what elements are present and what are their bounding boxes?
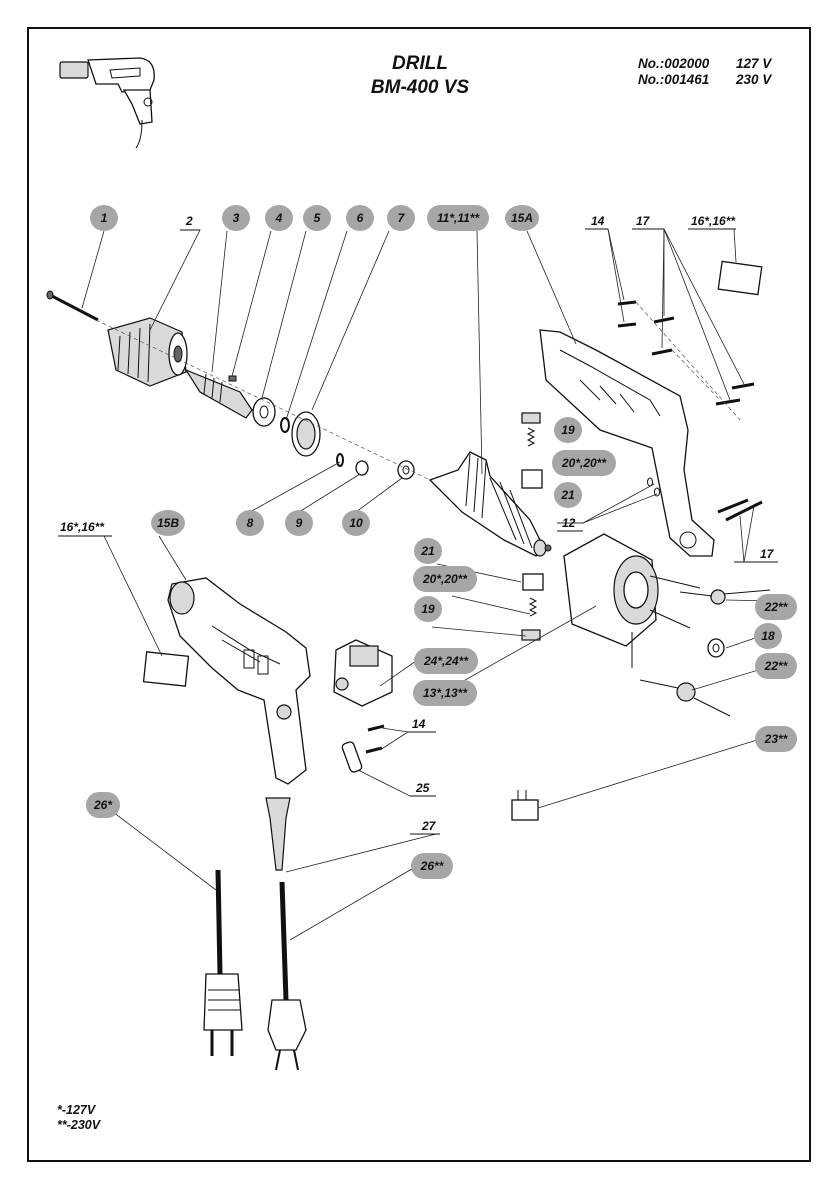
callout-3-label: 3 xyxy=(233,211,240,225)
callout-16-left-label: 16*,16** xyxy=(60,520,105,534)
callout-21-top-label: 21 xyxy=(560,488,575,502)
callout-21-bottom-label: 21 xyxy=(420,544,435,558)
callout-25: 25 xyxy=(410,781,436,797)
callout-9: 9 xyxy=(285,510,313,536)
callout-15b: 15B xyxy=(151,510,185,536)
callout-24-label: 24*,24** xyxy=(423,654,469,668)
parts-drawing xyxy=(46,260,771,1071)
callout-21-bottom: 21 xyxy=(414,538,442,564)
callout-4: 4 xyxy=(265,205,293,231)
callout-5: 5 xyxy=(303,205,331,231)
diagram-title: DRILL BM-400 VS xyxy=(360,52,480,100)
legend-line-1: *-127V xyxy=(57,1103,96,1117)
callout-8: 8 xyxy=(236,510,264,536)
callout-5-label: 5 xyxy=(314,211,321,225)
callout-12: 12 xyxy=(557,516,583,532)
callout-19-bottom-label: 19 xyxy=(421,602,435,616)
callout-11-label: 11*,11** xyxy=(437,211,481,225)
callout-17-top-label: 17 xyxy=(636,214,651,228)
callout-12-label: 12 xyxy=(562,516,576,530)
callout-badges: 1 3 4 5 6 7 11*,11** 15A 19 20*,20** 21 … xyxy=(86,205,797,879)
callout-27-label: 27 xyxy=(421,819,437,833)
drill-thumbnail xyxy=(59,57,155,149)
model-voltage: 127 V xyxy=(736,56,772,71)
callout-6: 6 xyxy=(346,205,374,231)
callout-16-top-label: 16*,16** xyxy=(691,214,736,228)
callout-21-top: 21 xyxy=(554,482,582,508)
model-code-row: No.:001461 230 V xyxy=(638,72,771,88)
callout-15a-label: 15A xyxy=(511,211,533,225)
callout-14-top: 14 xyxy=(585,214,608,230)
callout-17-bottom-label: 17 xyxy=(760,547,775,561)
callout-23: 23** xyxy=(755,726,797,752)
callout-4-label: 4 xyxy=(275,211,283,225)
callout-2: 2 xyxy=(180,214,200,231)
callout-11: 11*,11** xyxy=(427,205,489,231)
callout-14-top-label: 14 xyxy=(591,214,605,228)
callout-18-label: 18 xyxy=(761,629,775,643)
callout-22-top: 22** xyxy=(755,594,797,620)
callout-7: 7 xyxy=(387,205,415,231)
callout-7-label: 7 xyxy=(398,211,406,225)
callout-20-bottom: 20*,20** xyxy=(413,566,477,592)
callout-17-bottom: 17 xyxy=(734,547,778,563)
voltage-legend: *-127V **-230V xyxy=(57,1103,100,1133)
title-line-2: BM-400 VS xyxy=(370,77,470,98)
drawing-border xyxy=(27,27,811,1162)
callout-16-top: 16*,16** xyxy=(688,214,736,230)
callout-6-label: 6 xyxy=(357,211,364,225)
callout-26a-label: 26* xyxy=(93,798,113,812)
callout-27: 27 xyxy=(410,819,440,835)
callout-3: 3 xyxy=(222,205,250,231)
callout-16-left: 16*,16** xyxy=(58,520,112,537)
callout-15b-label: 15B xyxy=(157,516,179,530)
callout-22-top-label: 22** xyxy=(764,600,789,614)
callout-22-bottom-label: 22** xyxy=(764,659,789,673)
legend-line-2: **-230V xyxy=(57,1118,101,1132)
callout-26b: 26** xyxy=(411,853,453,879)
callout-19-bottom: 19 xyxy=(414,596,442,622)
callout-20-top: 20*,20** xyxy=(552,450,616,476)
callout-26b-label: 26** xyxy=(420,859,445,873)
callout-14-bottom: 14 xyxy=(408,717,436,733)
callout-2-label: 2 xyxy=(185,214,193,228)
callout-15a: 15A xyxy=(505,205,539,231)
callout-22-bottom: 22** xyxy=(755,653,797,679)
model-number: No.:001461 xyxy=(638,72,710,87)
model-codes: No.:002000 127 V No.:001461 230 V xyxy=(638,56,771,88)
callout-23-label: 23** xyxy=(764,732,789,746)
callout-25-label: 25 xyxy=(415,781,430,795)
callout-19-top: 19 xyxy=(554,417,582,443)
model-number: No.:002000 xyxy=(638,56,710,71)
callout-20-bottom-label: 20*,20** xyxy=(422,572,468,586)
callout-26a: 26* xyxy=(86,792,120,818)
model-voltage: 230 V xyxy=(736,72,772,87)
plain-callouts: 2 14 17 16*,16** 12 16*,16** 17 14 25 27 xyxy=(58,214,778,835)
callout-19-top-label: 19 xyxy=(561,423,575,437)
callout-10: 10 xyxy=(342,510,370,536)
callout-17-top: 17 xyxy=(632,214,664,230)
callout-9-label: 9 xyxy=(296,516,303,530)
title-line-1: DRILL xyxy=(392,53,448,74)
callout-1-label: 1 xyxy=(101,211,108,225)
model-code-row: No.:002000 127 V xyxy=(638,56,771,72)
callout-13-label: 13*,13** xyxy=(423,686,468,700)
callout-20-top-label: 20*,20** xyxy=(561,456,607,470)
callout-1: 1 xyxy=(90,205,118,231)
callout-8-label: 8 xyxy=(247,516,254,530)
callout-24: 24*,24** xyxy=(414,648,478,674)
callout-10-label: 10 xyxy=(349,516,363,530)
callout-18: 18 xyxy=(754,623,782,649)
callout-14-bottom-label: 14 xyxy=(412,717,426,731)
callout-13: 13*,13** xyxy=(413,680,477,706)
